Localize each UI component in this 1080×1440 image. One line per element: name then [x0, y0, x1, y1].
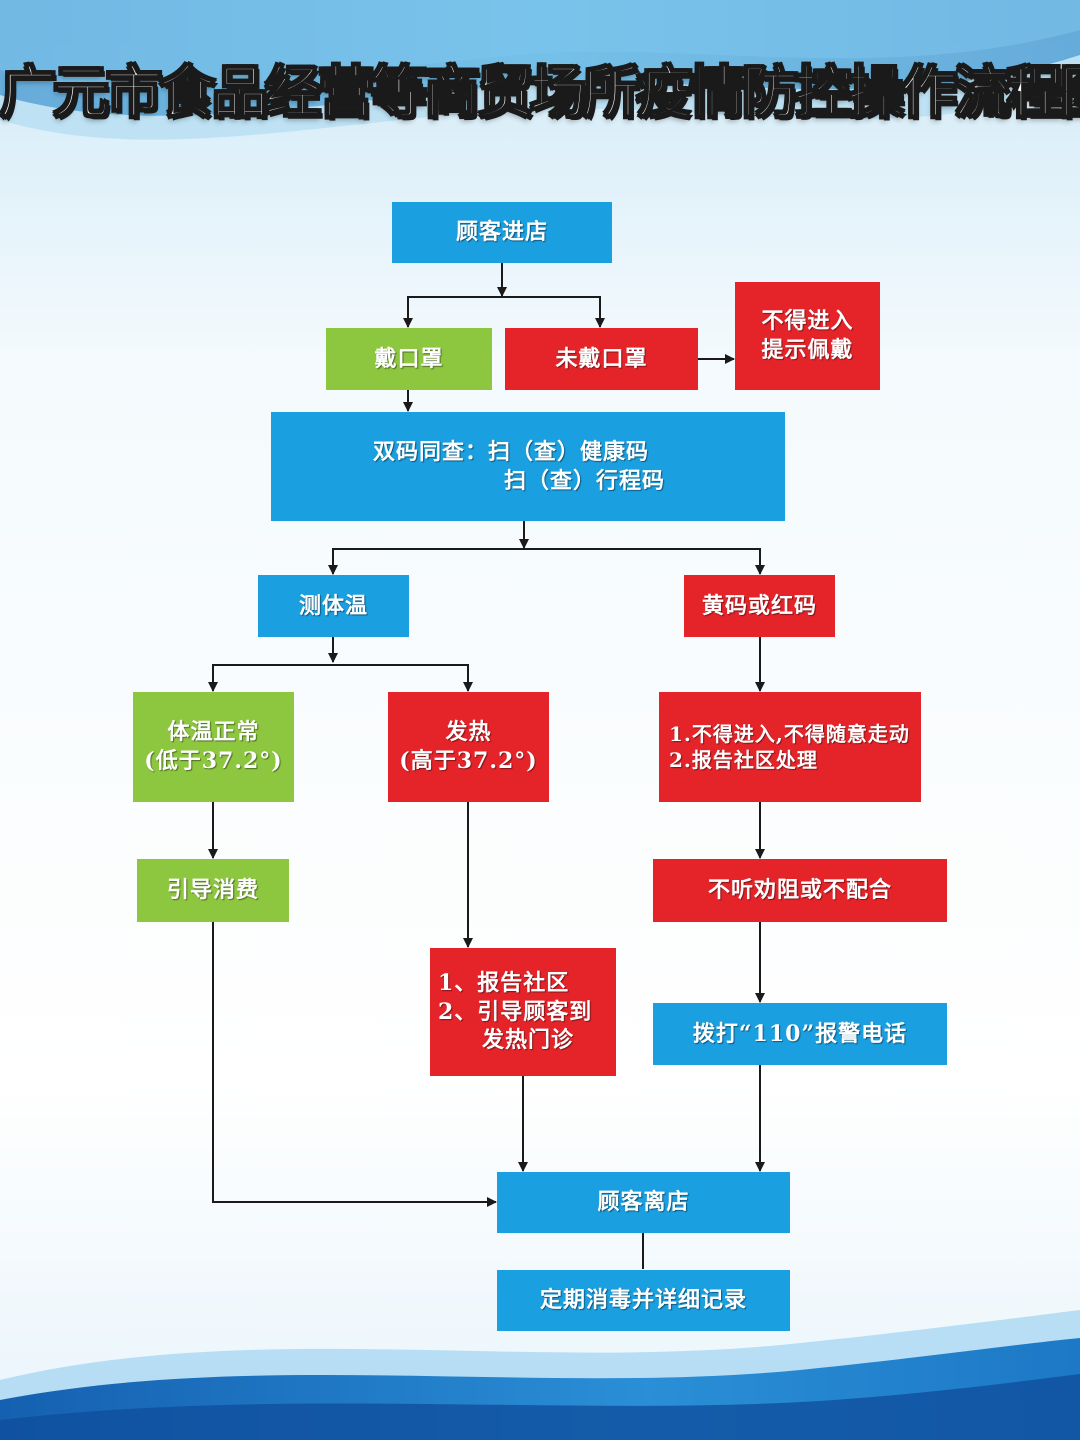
- arrow-guide-leave: [212, 922, 497, 1207]
- node-deny-entry-line2: 提示佩戴: [761, 337, 854, 363]
- node-deny-walk: 1.不得进入,不得随意走动 2.报告社区处理: [659, 692, 921, 802]
- node-customer-leave: 顾客离店: [497, 1172, 790, 1233]
- node-temp-normal: 体温正常 (低于37.2°): [133, 692, 294, 802]
- node-dual-code-line2: 扫（查）行程码: [504, 467, 666, 494]
- arrow-split-normal: [212, 664, 469, 691]
- node-guide-consume: 引导消费: [137, 859, 289, 922]
- node-deny-entry-line1: 不得进入: [761, 308, 854, 335]
- node-call-110: 拨打“110”报警电话: [653, 1003, 947, 1065]
- node-refuse-cooperate-label: 不听劝阻或不配合: [707, 877, 892, 904]
- node-measure-temp-label: 测体温: [298, 592, 368, 619]
- node-dual-code-line1: 双码同查：扫（查）健康码: [373, 438, 650, 465]
- node-report-line2: 2、引导顾客到: [438, 998, 593, 1025]
- node-disinfect-record-label: 定期消毒并详细记录: [539, 1287, 747, 1314]
- node-dual-code-check: 双码同查：扫（查）健康码 扫（查）行程码: [271, 412, 785, 521]
- node-no-mask: 未戴口罩: [505, 328, 698, 390]
- node-refuse-cooperate: 不听劝阻或不配合: [653, 859, 947, 922]
- arrow-split-mask: [407, 296, 601, 327]
- node-report-line1: 1、报告社区: [438, 970, 570, 997]
- node-temp-normal-line2: (低于37.2°): [144, 748, 283, 774]
- node-customer-enter: 顾客进店: [392, 202, 612, 263]
- node-customer-leave-label: 顾客离店: [597, 1189, 690, 1216]
- node-wear-mask-label: 戴口罩: [374, 345, 444, 372]
- node-temp-normal-line1: 体温正常: [167, 719, 260, 746]
- node-report-line3: 发热门诊: [482, 1027, 575, 1054]
- node-customer-enter-label: 顾客进店: [455, 219, 548, 246]
- node-deny-walk-line2: 2.报告社区处理: [669, 748, 818, 772]
- node-yellow-red-code: 黄码或红码: [684, 575, 835, 637]
- node-fever-line1: 发热: [445, 719, 492, 746]
- node-no-mask-label: 未戴口罩: [555, 345, 648, 372]
- page-title: 广元市食品经营等商贸场所疫情防控操作流程图: [0, 60, 1080, 127]
- node-deny-entry-mask: 不得进入 提示佩戴: [735, 282, 880, 390]
- node-call-110-label: 拨打“110”报警电话: [692, 1020, 908, 1047]
- node-measure-temp: 测体温: [258, 575, 409, 637]
- arrow-split-temp: [332, 548, 761, 574]
- node-wear-mask: 戴口罩: [326, 328, 492, 390]
- node-guide-consume-label: 引导消费: [166, 877, 259, 904]
- node-yellow-red-code-label: 黄码或红码: [701, 592, 817, 619]
- node-disinfect-record: 定期消毒并详细记录: [497, 1270, 790, 1331]
- node-fever: 发热 (高于37.2°): [388, 692, 549, 802]
- node-report-community: 1、报告社区 2、引导顾客到 发热门诊: [430, 948, 616, 1076]
- node-fever-line2: (高于37.2°): [399, 748, 538, 774]
- node-deny-walk-line1: 1.不得进入,不得随意走动: [669, 722, 910, 746]
